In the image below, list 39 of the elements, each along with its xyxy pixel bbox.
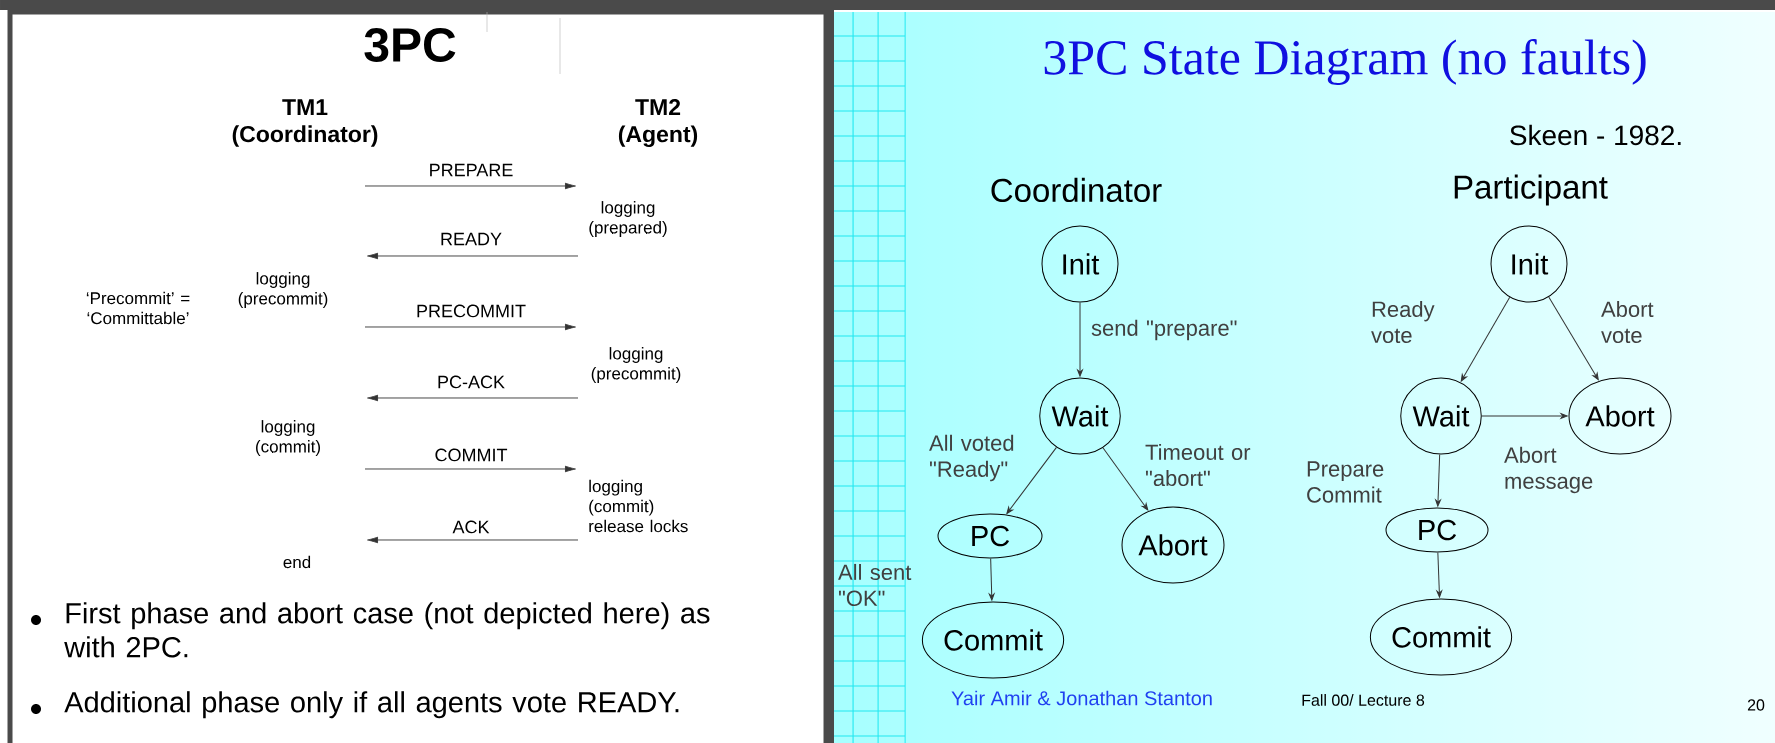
annotation-text: logging (commit) <box>256 420 320 456</box>
annotation-text: end <box>283 555 311 569</box>
message-label: READY <box>441 232 502 246</box>
arrow <box>1102 447 1149 511</box>
annotation-text: ‘Precommit’ = ‘Committable’ <box>86 291 190 325</box>
arrow <box>1481 413 1568 419</box>
message-label: PRECOMMIT <box>417 304 526 318</box>
annotation-text: logging (commit) release locks <box>589 479 688 533</box>
bullet-item: Additional phase only if all agents vote READY. <box>31 691 679 719</box>
arrow <box>1006 446 1057 514</box>
message-label: PC-ACK <box>438 375 505 389</box>
edge-label: send "prepare" <box>1091 319 1237 341</box>
citation-text: Skeen - 1982. <box>1510 124 1681 146</box>
slide-title: 3PC <box>364 27 456 62</box>
message-label: PREPARE <box>430 163 513 177</box>
arrow <box>1435 453 1441 507</box>
annotation-text: logging (prepared) <box>589 201 667 237</box>
author-text: Yair Amir & Jonathan Stanton <box>951 690 1212 706</box>
arrow <box>1436 552 1443 598</box>
annotation-text: logging (precommit) <box>238 272 328 308</box>
arrow <box>1077 302 1083 377</box>
slide-title: 3PC State Diagram (no faults) <box>1044 39 1646 85</box>
message-label: ACK <box>452 520 490 534</box>
message-label: COMMIT <box>435 448 508 462</box>
column-heading: TM1 (Coordinator) <box>232 99 378 147</box>
annotation-text: logging (precommit) <box>591 347 681 383</box>
footer-text: Fall 00/ Lecture 8 <box>1302 694 1425 706</box>
edge-label: Prepare Commit <box>1307 461 1384 503</box>
arrow <box>988 558 995 601</box>
edge-label: Ready vote <box>1371 300 1435 344</box>
edge-label: All voted "Ready" <box>929 434 1014 482</box>
page-number: 20 <box>1747 699 1765 711</box>
bullet-item: First phase and abort case (not depicted here) as with 2PC. <box>31 602 710 658</box>
edge-label: All sent "OK" <box>838 563 912 607</box>
edge-label: Timeout or "abort" <box>1145 443 1251 487</box>
arrow <box>1460 296 1511 382</box>
arrow <box>1548 296 1599 381</box>
column-heading: TM2 (Agent) <box>618 99 698 147</box>
edge-label: Abort vote <box>1601 300 1654 344</box>
